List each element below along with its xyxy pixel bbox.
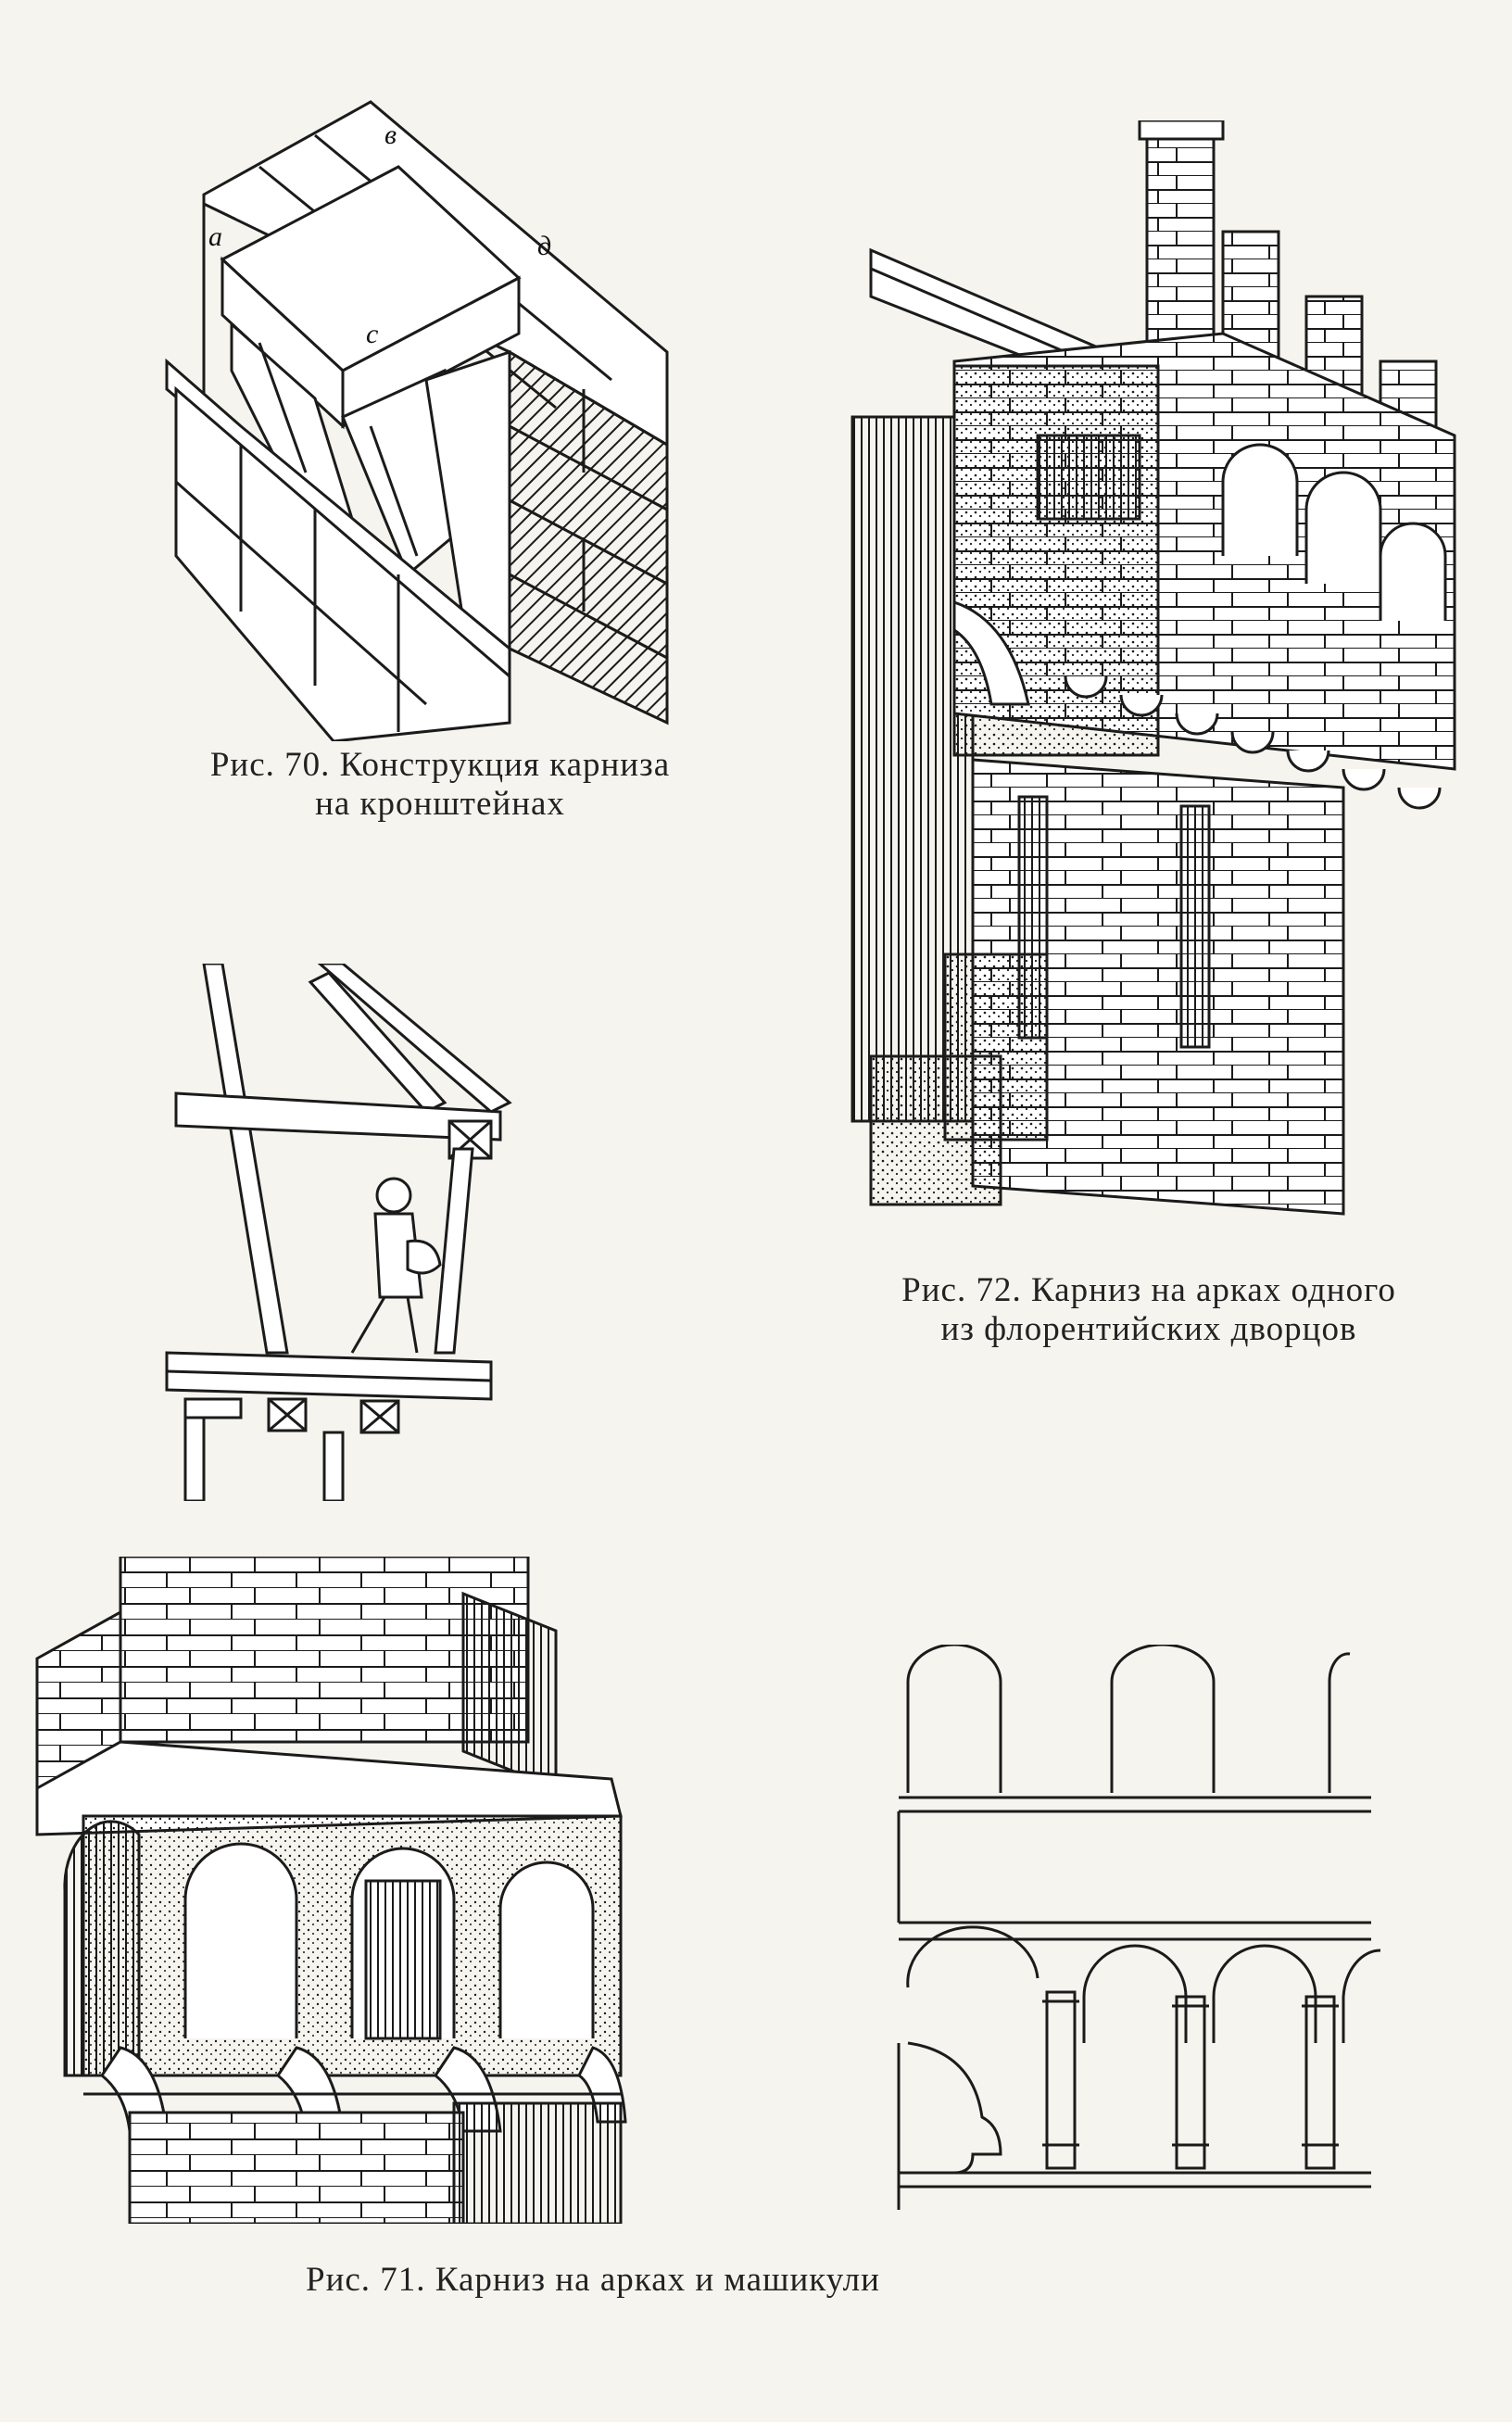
label-c: с — [366, 319, 378, 349]
figure-71-tower-drawing — [28, 1557, 639, 2224]
figure-72-caption-line1: Рис. 72. Карниз на арках одного — [901, 1271, 1396, 1309]
label-v: в — [384, 120, 397, 150]
figure-70-drawing: в а д с — [148, 93, 750, 741]
figure-71-elevation-drawing — [889, 1645, 1390, 2210]
figure-71-caption: Рис. 71. Карниз на арках и машикули — [306, 2261, 1195, 2300]
figure-70-caption: Рис. 70. Конструкция карниза на кронштей… — [148, 746, 732, 824]
figure-72-drawing — [815, 120, 1464, 1242]
label-d: д — [537, 231, 551, 261]
scaffold-worker-drawing — [158, 964, 528, 1501]
figure-72-caption-line2: из флорентийских дворцов — [940, 1310, 1357, 1348]
label-a: а — [208, 221, 222, 252]
figure-72-caption: Рис. 72. Карниз на арках одного из флоре… — [834, 1271, 1464, 1349]
figure-70-caption-line1: Рис. 70. Конструкция карниза — [209, 746, 671, 784]
figure-71-caption-text: Рис. 71. Карниз на арках и машикули — [306, 2261, 880, 2299]
figure-70-caption-line2: на кронштейнах — [315, 785, 565, 823]
